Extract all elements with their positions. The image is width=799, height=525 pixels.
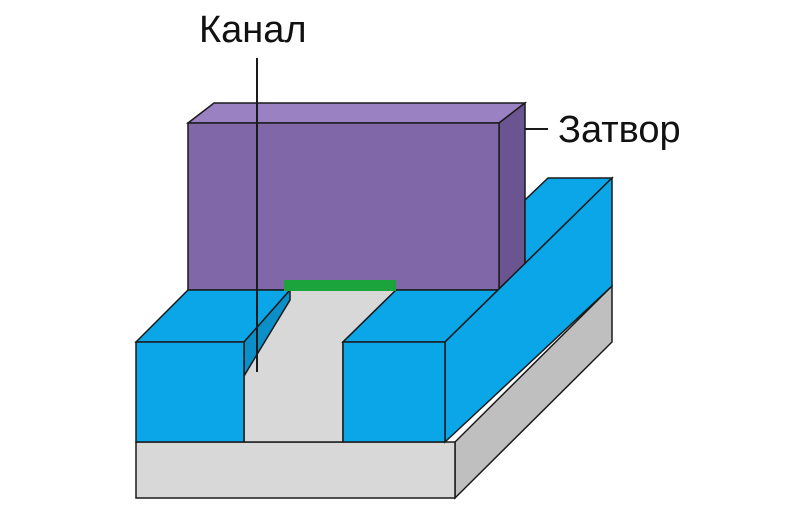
gate-front-face	[187, 122, 500, 291]
channel-label: Канал	[199, 9, 307, 51]
substrate-base	[135, 284, 613, 500]
gate-side-face	[498, 101, 526, 292]
gate-block	[185, 101, 528, 292]
gate-top-face	[185, 102, 528, 124]
left-source-block	[134, 288, 292, 443]
right-drain-block	[341, 176, 614, 444]
gate-label: Затвор	[558, 109, 681, 151]
left-block-front-face	[135, 341, 245, 443]
right-block-front-face	[342, 341, 446, 443]
channel-strip	[284, 280, 396, 291]
substrate-front-face	[135, 441, 456, 499]
